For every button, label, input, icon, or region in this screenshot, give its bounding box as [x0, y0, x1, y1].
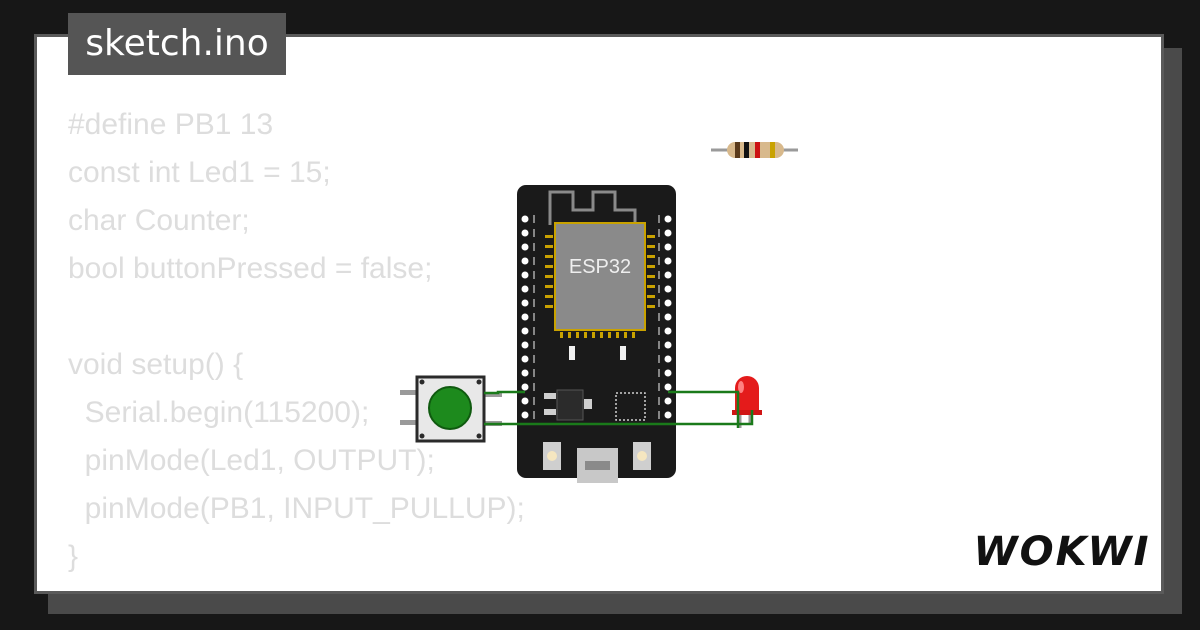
pushbutton-icon[interactable] — [400, 375, 502, 443]
code-line: bool buttonPressed = false; — [68, 252, 433, 285]
code-line: void setup() { — [68, 348, 244, 381]
code-line: const int Led1 = 15; — [68, 156, 331, 189]
code-line: Serial.begin(115200); — [68, 396, 370, 429]
file-tab[interactable]: sketch.ino — [68, 13, 286, 75]
code-line: char Counter; — [68, 204, 250, 237]
wire — [484, 390, 754, 428]
code-line: pinMode(Led1, OUTPUT); — [68, 444, 435, 477]
code-line: #define PB1 13 — [68, 108, 274, 141]
code-line: } — [68, 540, 79, 573]
chip-label: ESP32 — [569, 256, 631, 278]
code-line: pinMode(PB1, INPUT_PULLUP); — [68, 492, 525, 525]
resistor-icon[interactable] — [711, 142, 798, 158]
wokwi-logo-text: WOKWI — [973, 529, 1150, 575]
led-icon[interactable] — [732, 376, 762, 428]
esp32-board-icon[interactable]: ESP32 — [517, 185, 676, 483]
wokwi-logo: WOKWI — [973, 529, 1150, 575]
code-snippet: #define PB1 13 const int Led1 = 15; char… — [68, 101, 525, 581]
